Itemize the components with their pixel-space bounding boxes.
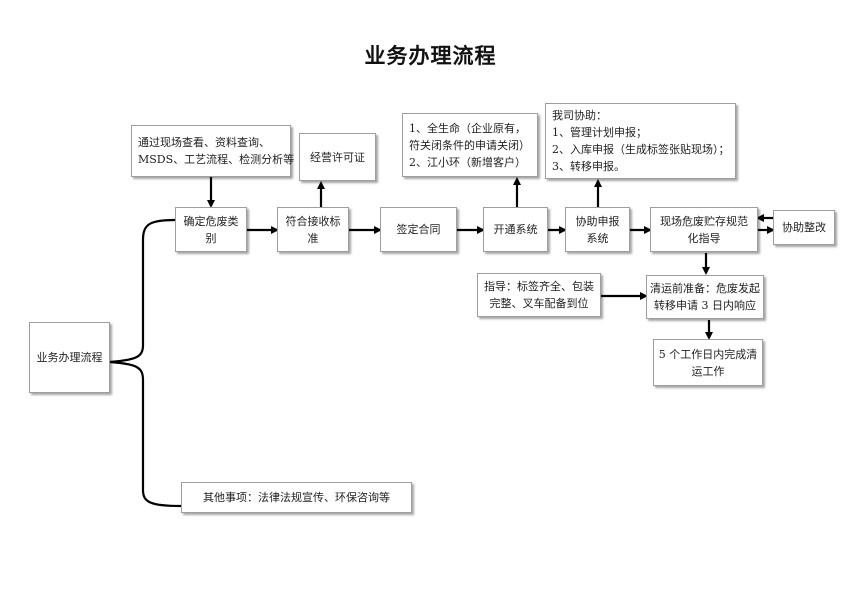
node-accept: 符合接收标准 <box>277 207 349 252</box>
branch-bracket <box>109 218 182 508</box>
node-license: 经营许可证 <box>299 133 376 181</box>
node-text-line: 1、管理计划申报； <box>552 126 647 139</box>
node-text-line: 业务办理流程 <box>36 351 103 364</box>
node-text-line: 运工作 <box>691 364 725 378</box>
node-text-line: 准 <box>307 231 319 245</box>
node-contract: 签定合同 <box>380 207 457 252</box>
node-text-line: 指导：标签齐全、包装 <box>484 280 594 293</box>
node-text-line: 1、全生命（企业原有， <box>409 121 526 135</box>
node-text-line: 完整、叉车配备到位 <box>489 297 589 310</box>
node-text-line: 开通系统 <box>493 223 538 236</box>
node-text-line: 化指导 <box>687 231 721 245</box>
node-text-line: 符合接收标 <box>285 214 341 228</box>
node-complete: 5 个工作日内完成清运工作 <box>653 339 763 386</box>
node-text-line: 协助申报 <box>575 214 620 228</box>
node-text-line: 现场危废贮存规范 <box>660 214 748 228</box>
node-rectify: 协助整改 <box>773 210 835 245</box>
node-storage-guide: 现场危废贮存规范化指导 <box>650 207 758 252</box>
node-text-line: 3、转移申报。 <box>552 160 625 173</box>
node-text-line: 签定合同 <box>396 223 441 236</box>
page-title: 业务办理流程 <box>364 44 497 68</box>
node-company-help: 我司协助： 1、管理计划申报； 2、入库申报（生成标签张贴现场）； 3、转移申报。 <box>545 103 736 179</box>
node-text-line: 符关闭条件的申请关闭） <box>409 138 530 152</box>
node-root: 业务办理流程 <box>29 322 110 393</box>
node-text-line: 转移申请 3 日内响应 <box>654 299 756 312</box>
node-guidance: 指导：标签齐全、包装完整、叉车配备到位 <box>477 273 601 317</box>
node-text-line: 别 <box>205 231 217 245</box>
node-text-line: 2、江小环（新增客户） <box>409 155 526 169</box>
node-text-line: 系统 <box>586 231 609 245</box>
node-text-line: MSDS、工艺流程、检测分析等 <box>138 153 295 166</box>
node-text-line: 清运前准备：危废发起 <box>650 282 760 295</box>
node-pre-transport: 清运前准备：危废发起转移申请 3 日内响应 <box>646 275 764 319</box>
node-text-line: 通过现场查看、资料查询、 <box>138 136 270 149</box>
node-other: 其他事项：法律法规宣传、环保咨询等 <box>181 482 412 513</box>
node-classify: 确定危废类别 <box>175 207 247 252</box>
node-assist-system: 协助申报系统 <box>565 207 630 252</box>
node-text-line: 经营许可证 <box>310 150 365 164</box>
node-platforms: 1、全生命（企业原有， 符关闭条件的申请关闭） 2、江小环（新增客户） <box>402 113 538 177</box>
node-text-line: 确定危废类 <box>183 214 239 228</box>
node-inspect: 通过现场查看、资料查询、 MSDS、工艺流程、检测分析等 <box>131 125 295 177</box>
node-text-line: 协助整改 <box>782 221 826 234</box>
node-text-line: 其他事项：法律法规宣传、环保咨询等 <box>203 491 390 504</box>
node-text-line: 5 个工作日内完成清 <box>658 347 758 361</box>
node-open-system: 开通系统 <box>483 207 548 252</box>
node-text-line: 我司协助： <box>552 109 607 122</box>
node-text-line: 2、入库申报（生成标签张贴现场）； <box>552 143 730 156</box>
